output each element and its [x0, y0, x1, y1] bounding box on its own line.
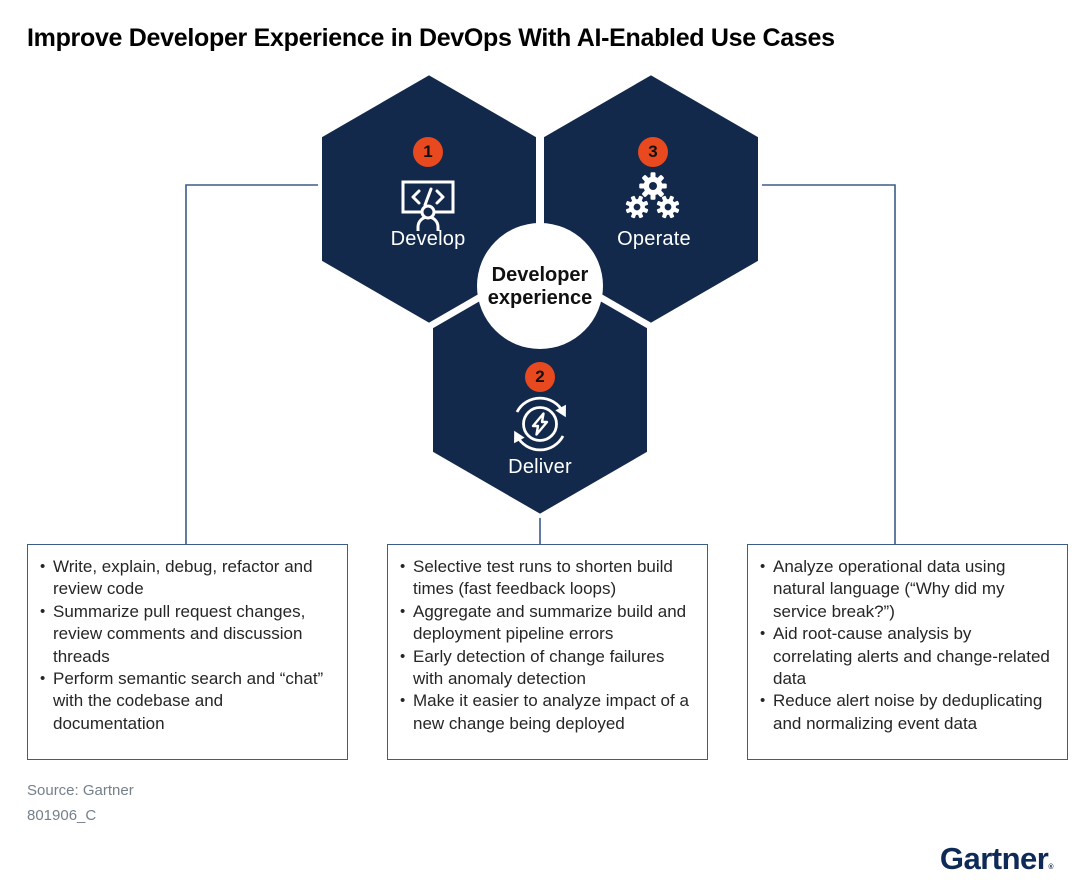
lightning-cycle-icon	[514, 396, 566, 452]
badge-deliver-value: 2	[535, 367, 545, 386]
badge-deliver-number: 2	[525, 362, 555, 392]
deliver-bullet-list: Selective test runs to shorten build tim…	[399, 556, 695, 735]
bullet-item: Selective test runs to shorten build tim…	[399, 556, 695, 601]
source-note: Source: Gartner 801906_C	[27, 778, 134, 828]
bullet-item: Aid root-cause analysis by correlating a…	[759, 623, 1055, 690]
gartner-logo: Gartner®	[939, 841, 1054, 877]
source-line-2: 801906_C	[27, 807, 97, 824]
develop-bullet-list: Write, explain, debug, refactor and revi…	[39, 556, 335, 735]
gartner-logo-text: Gartner	[939, 841, 1049, 876]
bullet-item: Make it easier to analyze impact of a ne…	[399, 690, 695, 735]
hexagon-label-operate: Operate	[617, 228, 691, 250]
bullet-item: Early detection of change failures with …	[399, 646, 695, 691]
operate-bullet-list: Analyze operational data using natural l…	[759, 556, 1055, 735]
source-line-1: Source: Gartner	[27, 782, 134, 799]
center-label: Developer experience	[488, 264, 593, 310]
badge-operate-value: 3	[648, 142, 658, 161]
badge-develop-value: 1	[423, 142, 433, 161]
center-circle	[477, 223, 603, 349]
bullet-item: Analyze operational data using natural l…	[759, 556, 1055, 623]
bullet-item: Write, explain, debug, refactor and revi…	[39, 556, 335, 601]
bullet-item: Perform semantic search and “chat” with …	[39, 668, 335, 735]
badge-develop-number: 1	[413, 137, 443, 167]
page-title: Improve Developer Experience in DevOps W…	[27, 24, 835, 52]
center-label-line2: experience	[487, 287, 593, 309]
usecase-box-develop: Write, explain, debug, refactor and revi…	[27, 544, 348, 760]
usecase-box-deliver: Selective test runs to shorten build tim…	[387, 544, 708, 760]
bullet-item: Reduce alert noise by deduplicating and …	[759, 690, 1055, 735]
code-screen-person-icon	[401, 180, 455, 231]
hexagon-label-deliver: Deliver	[508, 456, 572, 478]
usecase-box-operate: Analyze operational data using natural l…	[747, 544, 1068, 760]
hexagon-label-develop: Develop	[390, 228, 466, 250]
center-label-line1: Developer	[491, 264, 589, 286]
registered-mark: ®	[1048, 864, 1053, 871]
bullet-item: Aggregate and summarize build and deploy…	[399, 601, 695, 646]
bullet-item: Summarize pull request changes, review c…	[39, 601, 335, 668]
badge-operate-number: 3	[638, 137, 668, 167]
